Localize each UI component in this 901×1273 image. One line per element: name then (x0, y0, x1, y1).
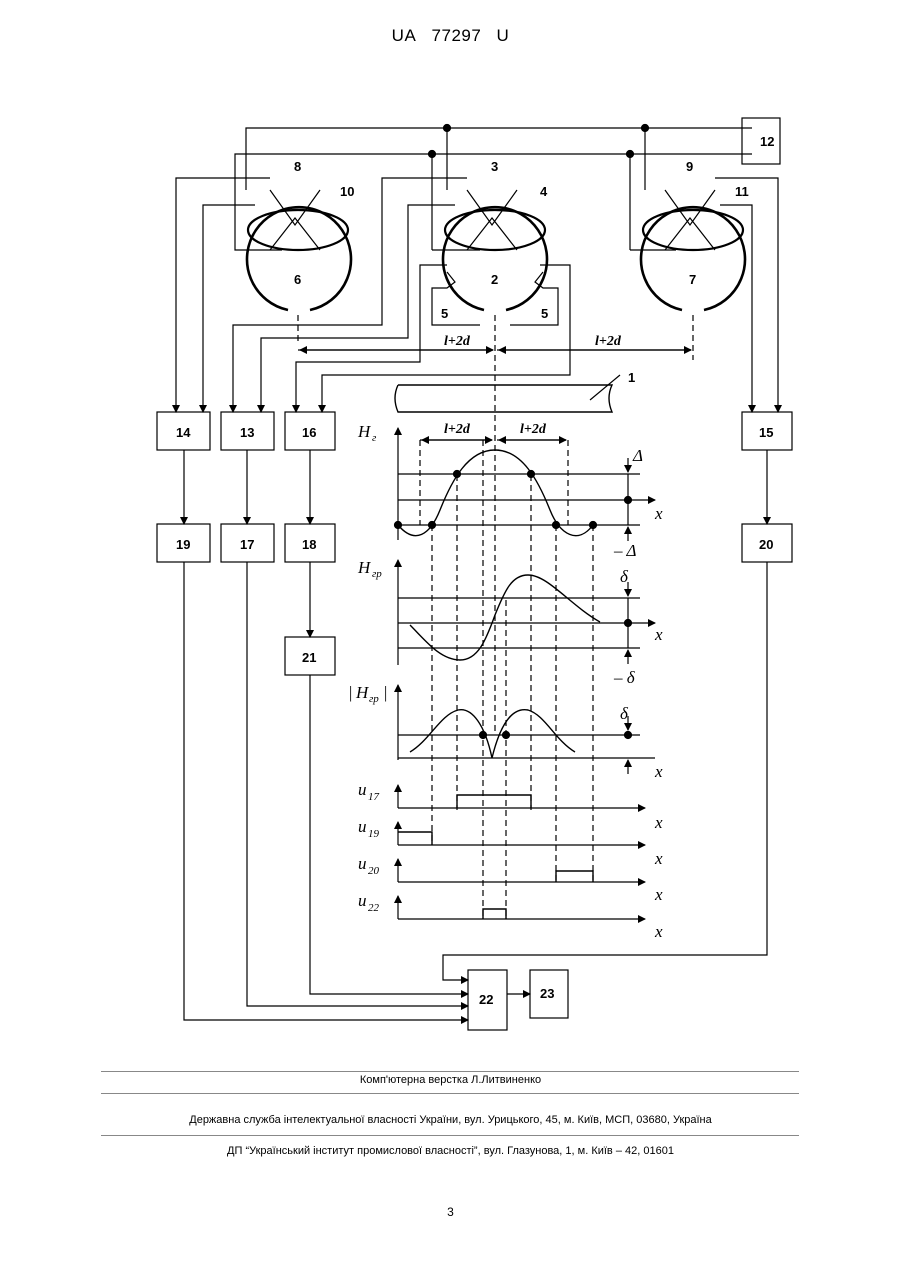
label-3: 3 (491, 159, 498, 174)
top-wiring (235, 125, 752, 251)
ylabel-abs-sub: гр (369, 693, 379, 705)
ylabel-hg-sub: г (372, 432, 377, 444)
footer-rule-1 (101, 1071, 799, 1072)
xlabel-1: x (654, 504, 663, 523)
label-5b: 5 (541, 306, 548, 321)
label-20: 20 (759, 537, 773, 552)
label-8: 8 (294, 159, 301, 174)
signal-u22 (398, 896, 645, 919)
ylabel-hgr-sub: гр (372, 568, 382, 580)
sensor-6 (247, 190, 351, 345)
label-delta: Δ (632, 446, 643, 465)
graph-abs-hgr (398, 685, 655, 774)
xlabel-u22: x (654, 922, 663, 941)
label-small-delta-2: δ (620, 704, 629, 723)
label-u20-sub: 20 (368, 865, 380, 877)
sensor-wiring (176, 178, 778, 412)
footer-rule-3 (101, 1135, 799, 1136)
label-u20: u (358, 854, 367, 873)
label-1: 1 (628, 370, 635, 385)
abs-bar-left: | (348, 683, 353, 702)
signal-u17 (398, 785, 645, 808)
ylabel-hg: H (357, 422, 372, 441)
label-u22-sub: 22 (368, 902, 380, 914)
graph-dim-left: l+2d (444, 422, 471, 437)
label-13: 13 (240, 425, 254, 440)
label-11: 11 (735, 184, 749, 199)
label-7: 7 (689, 272, 696, 287)
dim-label-right: l+2d (595, 334, 622, 349)
xlabel-3: x (654, 762, 663, 781)
signal-u19 (398, 822, 645, 845)
label-u17: u (358, 780, 367, 799)
abs-bar-right: | (383, 683, 388, 702)
graph-dim-right: l+2d (520, 422, 547, 437)
label-6: 6 (294, 272, 301, 287)
workpiece-1 (395, 375, 620, 412)
label-18: 18 (302, 537, 316, 552)
footer-line-3: ДП “Український інститут промислової вла… (0, 1145, 901, 1157)
label-9: 9 (686, 159, 693, 174)
label-small-delta: δ (620, 567, 629, 586)
label-16: 16 (302, 425, 316, 440)
page-number: 3 (0, 1205, 901, 1219)
label-u17-sub: 17 (368, 791, 380, 803)
label-15: 15 (759, 425, 773, 440)
footer-line-2: Державна служба інтелектуальної власност… (0, 1114, 901, 1126)
xlabel-2: x (654, 625, 663, 644)
xlabel-u20: x (654, 885, 663, 904)
label-12: 12 (760, 134, 774, 149)
label-2: 2 (491, 272, 498, 287)
output-wiring (184, 562, 767, 1020)
label-5a: 5 (441, 306, 448, 321)
footer-rule-2 (101, 1093, 799, 1094)
ylabel-hgr: H (357, 558, 372, 577)
label-4: 4 (540, 184, 548, 199)
dim-label-left: l+2d (444, 334, 471, 349)
label-19: 19 (176, 537, 190, 552)
xlabel-u17: x (654, 813, 663, 832)
label-23: 23 (540, 986, 554, 1001)
label-21: 21 (302, 650, 316, 665)
footer-line-1: Комп'ютерна верстка Л.Литвиненко (0, 1074, 901, 1086)
label-10: 10 (340, 184, 354, 199)
label-neg-small-delta: – δ (613, 668, 636, 687)
ylabel-abs-hgr: H (355, 683, 370, 702)
waveform-guides (420, 440, 593, 920)
graph-hg (395, 428, 656, 541)
signal-u20 (398, 859, 645, 882)
label-neg-delta: – Δ (613, 541, 636, 560)
label-u19-sub: 19 (368, 828, 380, 840)
graph-hgr (398, 560, 655, 665)
label-u22: u (358, 891, 367, 910)
label-u19: u (358, 817, 367, 836)
xlabel-u19: x (654, 849, 663, 868)
label-17: 17 (240, 537, 254, 552)
label-22: 22 (479, 992, 493, 1007)
label-14: 14 (176, 425, 191, 440)
